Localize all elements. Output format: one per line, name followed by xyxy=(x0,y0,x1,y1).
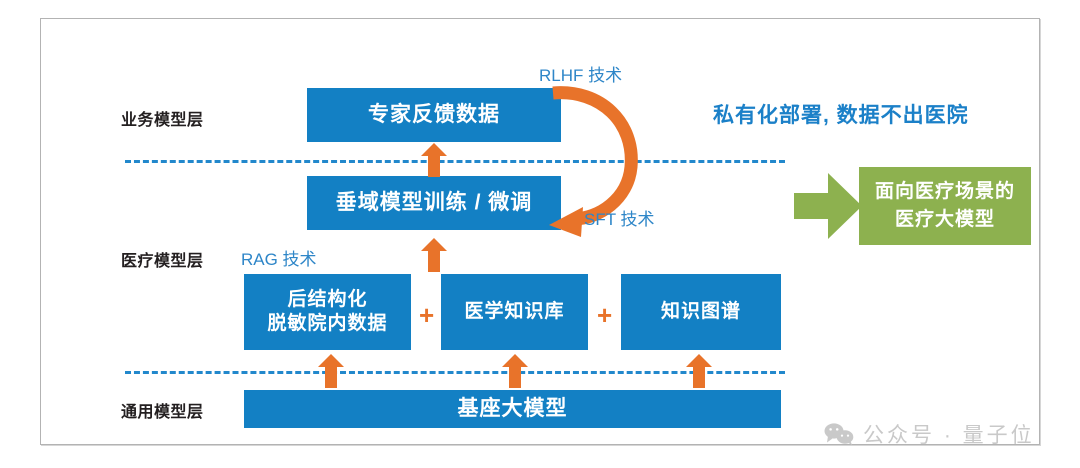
up-arrow-icon-base-to-knowledge-graph xyxy=(686,354,712,388)
layer-label-business: 业务模型层 xyxy=(121,112,204,129)
watermark: 公众号 · 量子位 xyxy=(824,419,1035,449)
outcome-line-1: 面向医疗场景的 xyxy=(874,181,1015,203)
box-medical-knowledge-base[interactable]: 医学知识库 xyxy=(441,274,588,350)
layer-label-medical: 医疗模型层 xyxy=(121,253,204,270)
box-post-structured-line-1: 后结构化 xyxy=(287,289,368,311)
curved-feedback-arrow-icon xyxy=(549,86,638,237)
technique-label-rlhf: RLHF 技术 xyxy=(539,66,623,85)
technique-label-rag: RAG 技术 xyxy=(241,250,317,269)
right-arrow-icon-outcome xyxy=(794,173,862,239)
watermark-text: 公众号 · 量子位 xyxy=(863,424,1035,447)
box-post-structured-data[interactable]: 后结构化 脱敏院内数据 xyxy=(244,274,411,350)
layer-label-general: 通用模型层 xyxy=(121,404,204,421)
up-arrow-icon-base-to-structured xyxy=(318,354,344,388)
up-arrow-icon-base-to-knowledge-base xyxy=(502,354,528,388)
box-domain-finetune[interactable]: 垂域模型训练 / 微调 xyxy=(307,176,561,230)
wechat-icon xyxy=(824,423,854,445)
box-medical-large-model-outcome[interactable]: 面向医疗场景的 医疗大模型 xyxy=(859,167,1031,245)
up-arrow-icon-knowledge-to-finetune xyxy=(421,238,447,272)
plus-operator-1: + xyxy=(419,300,435,330)
plus-operator-2: + xyxy=(597,300,613,330)
outcome-line-2: 医疗大模型 xyxy=(894,209,995,230)
box-expert-feedback[interactable]: 专家反馈数据 xyxy=(307,88,561,142)
technique-label-sft: SFT 技术 xyxy=(584,210,655,229)
box-base-large-model[interactable]: 基座大模型 xyxy=(244,390,781,428)
layer-divider-lower xyxy=(125,371,785,374)
up-arrow-icon-finetune-to-expert xyxy=(421,143,447,177)
box-post-structured-line-2: 脱敏院内数据 xyxy=(267,313,388,334)
diagram-panel: 业务模型层 医疗模型层 通用模型层 专家反馈数据 垂域模型训练 / 微调 后结构… xyxy=(40,18,1040,447)
box-knowledge-graph[interactable]: 知识图谱 xyxy=(621,274,781,350)
layer-divider-upper xyxy=(125,160,785,163)
deployment-note: 私有化部署, 数据不出医院 xyxy=(713,104,969,127)
